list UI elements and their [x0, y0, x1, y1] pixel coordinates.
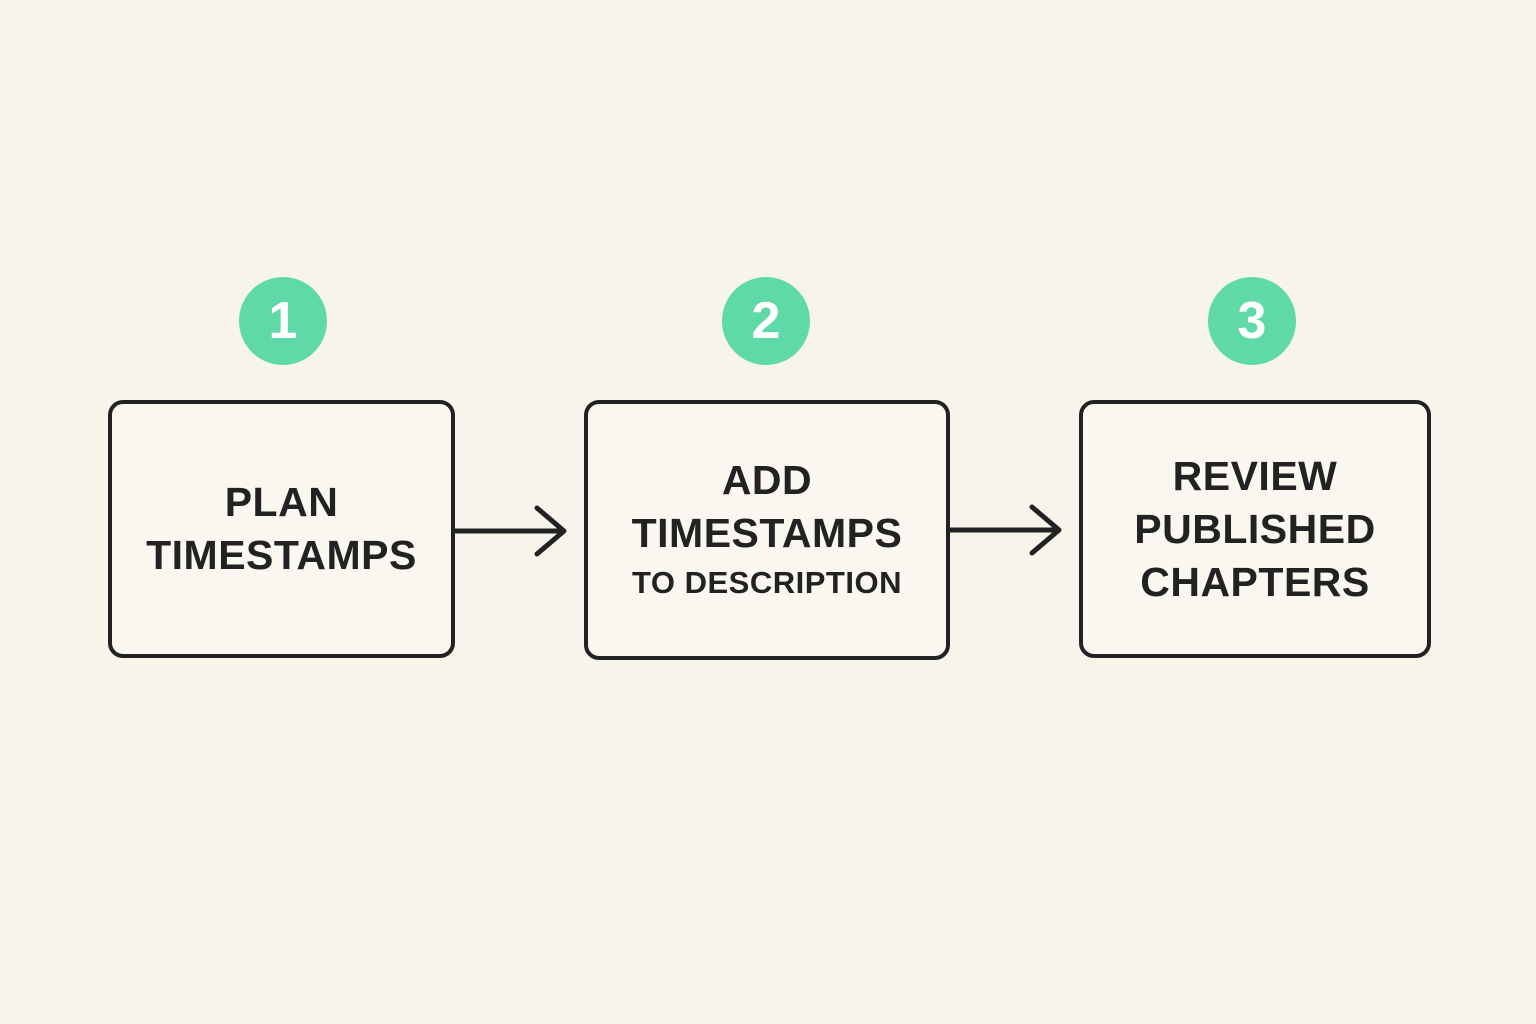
- step-1-number: 1: [268, 292, 298, 350]
- step-3-title-line: REVIEW: [1172, 452, 1338, 499]
- step-1-title-line: PLAN: [224, 479, 339, 525]
- step-2-title-line: ADD: [721, 457, 813, 503]
- step-2-subtitle-line: TO DESCRIPTION: [632, 565, 902, 600]
- step-2-title-line: TIMESTAMPS: [631, 510, 903, 556]
- step-2-box: ADD TIMESTAMPS TO DESCRIPTION: [584, 400, 950, 660]
- step-3-box: REVIEW PUBLISHED CHAPTERS: [1079, 400, 1431, 658]
- step-3-title-line: PUBLISHED: [1134, 505, 1376, 552]
- step-1-box: PLAN TIMESTAMPS: [108, 400, 455, 658]
- step-3-number: 3: [1237, 292, 1267, 350]
- step-1-title-line: TIMESTAMPS: [146, 532, 417, 578]
- step-3-title-line: CHAPTERS: [1140, 558, 1370, 605]
- arrow-right-icon: [452, 505, 567, 557]
- step-2-number-badge: 2: [722, 277, 810, 365]
- step-3-number-badge: 3: [1208, 277, 1296, 365]
- step-1-number-badge: 1: [239, 277, 327, 365]
- arrow-right-icon: [947, 504, 1062, 556]
- step-2-number: 2: [751, 292, 781, 350]
